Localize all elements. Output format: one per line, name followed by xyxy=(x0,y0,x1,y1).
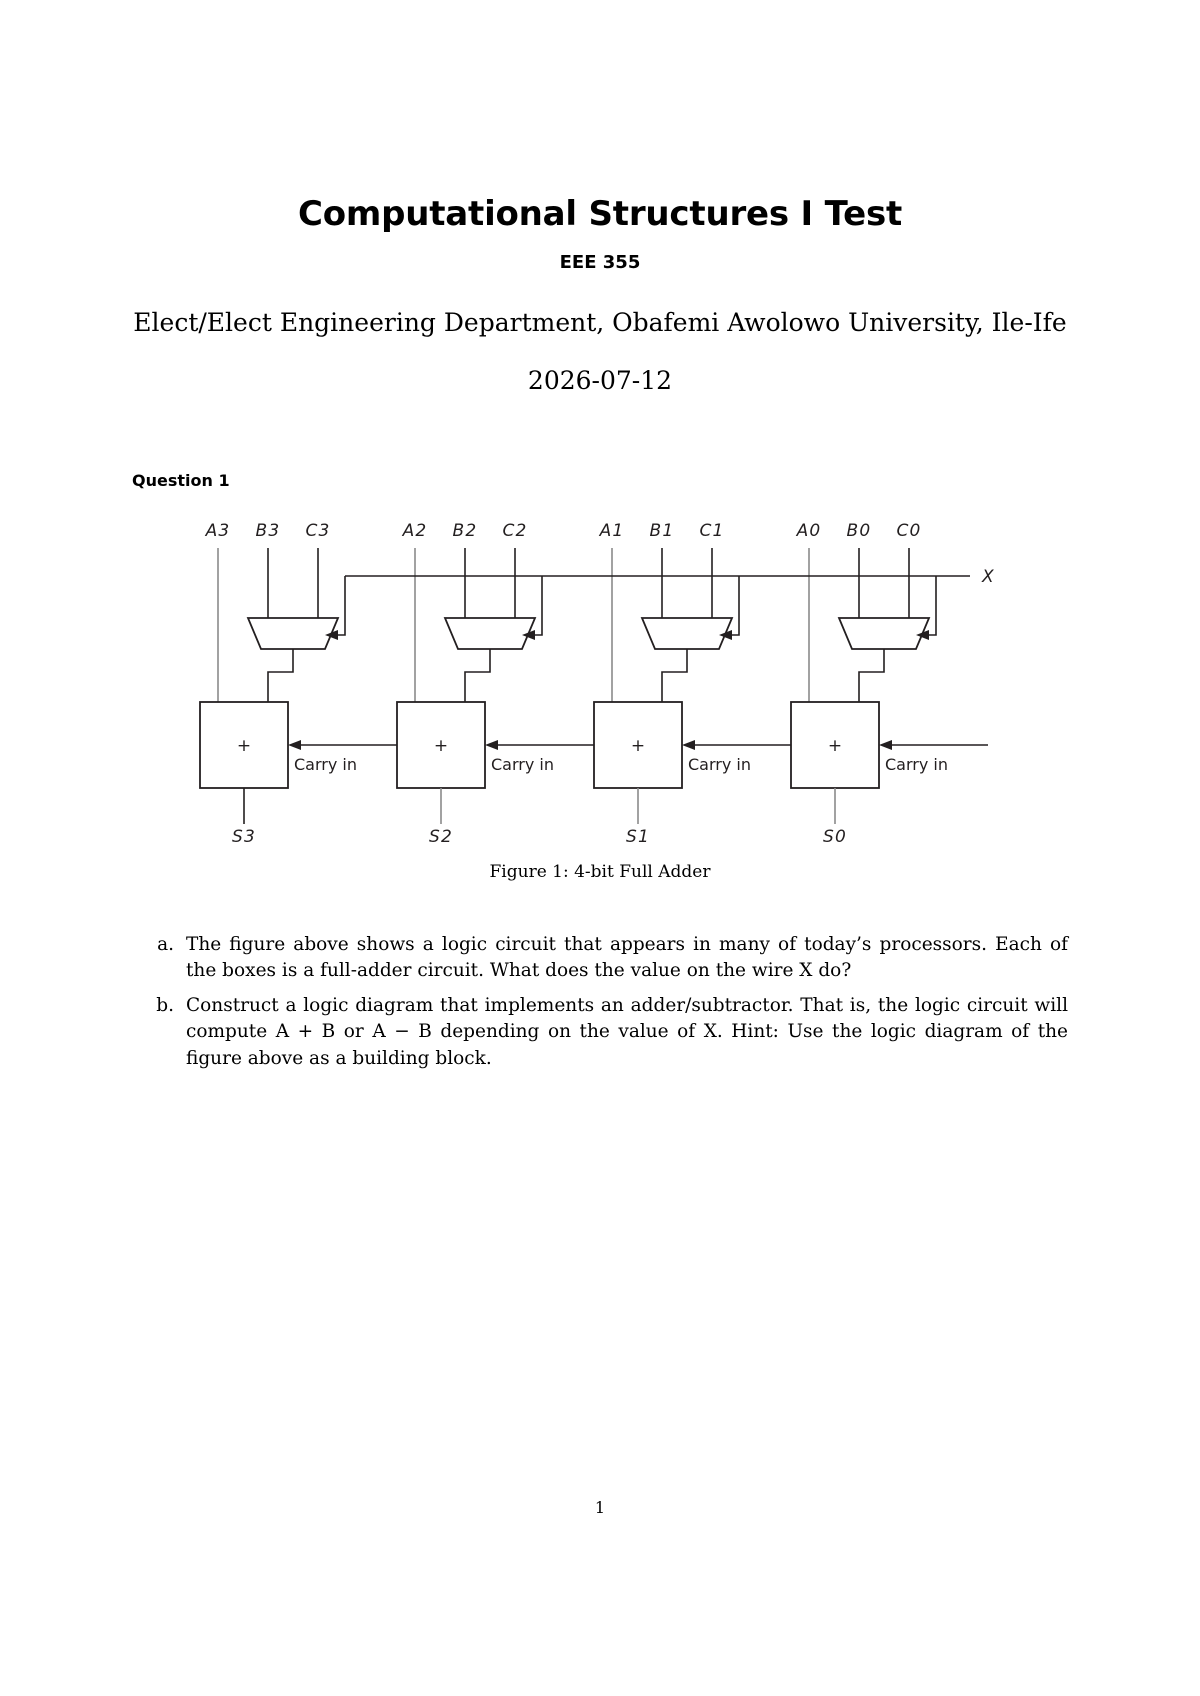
question-item-a-text: The figure above shows a logic circuit t… xyxy=(186,933,1068,981)
mux-stage-0 xyxy=(837,616,931,650)
arrowhead-carry-1 xyxy=(682,739,695,750)
label-carry-in-3: Carry in xyxy=(294,755,357,774)
label-a1: A1 xyxy=(599,521,625,541)
label-x: X xyxy=(981,567,995,587)
arrowhead-x-mux1 xyxy=(719,629,732,640)
label-s1: S1 xyxy=(626,827,650,846)
figure-4bit-full-adder: + + + xyxy=(132,506,1068,882)
mux-stage-1 xyxy=(640,616,734,650)
question-item-a: a. The figure above shows a logic circui… xyxy=(152,932,1068,985)
arrowhead-carry-3 xyxy=(288,739,301,750)
mux-stage-2 xyxy=(443,616,537,650)
label-c2: C2 xyxy=(502,521,527,541)
label-c1: C1 xyxy=(699,521,724,541)
wire-mux1-to-adder xyxy=(661,648,688,702)
label-s2: S2 xyxy=(429,827,453,846)
question-item-b-text: Construct a logic diagram that implement… xyxy=(186,995,1068,1069)
label-s0: S0 xyxy=(823,827,847,846)
label-b2: B2 xyxy=(453,521,478,541)
adder-plus-3: + xyxy=(237,736,251,756)
circuit-diagram-svg: + + + xyxy=(199,521,995,846)
adder-box-2 xyxy=(396,700,486,789)
question-heading: Question 1 xyxy=(132,470,230,490)
arrowhead-x-mux3 xyxy=(325,629,338,640)
label-a0: A0 xyxy=(796,521,822,541)
question-item-a-label: a. xyxy=(157,933,174,955)
label-b1: B1 xyxy=(650,521,675,541)
adder-plus-2: + xyxy=(434,736,448,756)
arrowhead-x-mux2 xyxy=(522,629,535,640)
label-s3: S3 xyxy=(232,827,256,846)
wire-mux0-to-adder xyxy=(858,648,885,702)
label-carry-in-0: Carry in xyxy=(885,755,948,774)
question-item-b: b. Construct a logic diagram that implem… xyxy=(152,993,1068,1072)
label-c0: C0 xyxy=(896,521,921,541)
label-carry-in-2: Carry in xyxy=(491,755,554,774)
page-content: Computational Structures I Test EEE 355 … xyxy=(132,0,1068,1081)
course-code: EEE 355 xyxy=(559,252,641,274)
adder-plus-0: + xyxy=(828,736,842,756)
arrowhead-carry-0 xyxy=(879,739,892,750)
label-c3: C3 xyxy=(305,521,330,541)
mux-stage-3 xyxy=(246,616,340,650)
page-number: 1 xyxy=(594,1498,606,1517)
wire-mux2-to-adder xyxy=(464,648,491,702)
arrowhead-x-mux0 xyxy=(916,629,929,640)
adder-box-0 xyxy=(790,700,880,789)
label-b0: B0 xyxy=(847,521,872,541)
question-item-b-label: b. xyxy=(156,995,174,1017)
figure-caption: Figure 1: 4-bit Full Adder xyxy=(489,861,711,882)
label-b3: B3 xyxy=(256,521,281,541)
adder-box-3 xyxy=(199,700,289,789)
wire-mux3-to-adder xyxy=(267,648,294,702)
affiliation: Elect/Elect Engineering Department, Obaf… xyxy=(133,308,1067,338)
label-a2: A2 xyxy=(402,521,428,541)
question-item-list: a. The figure above shows a logic circui… xyxy=(152,932,1068,1072)
document-date: 2026-07-12 xyxy=(527,365,673,395)
page-title: Computational Structures I Test xyxy=(297,194,903,234)
arrowhead-carry-2 xyxy=(485,739,498,750)
adder-plus-1: + xyxy=(631,736,645,756)
label-carry-in-1: Carry in xyxy=(688,755,751,774)
label-a3: A3 xyxy=(205,521,231,541)
